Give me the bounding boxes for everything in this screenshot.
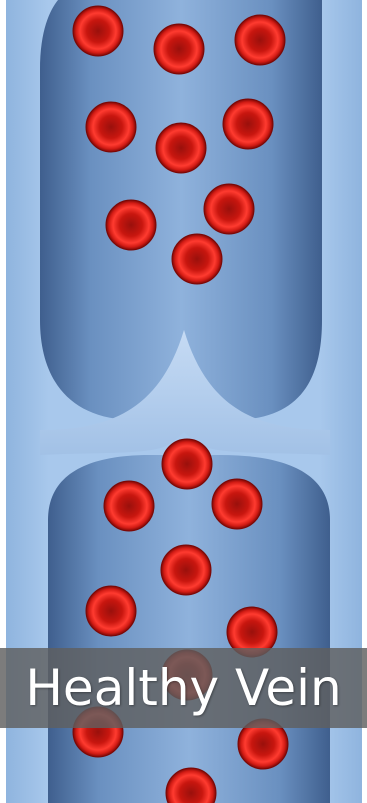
red-blood-cell — [86, 102, 136, 152]
red-blood-cell — [223, 99, 273, 149]
red-blood-cell — [104, 481, 154, 531]
red-blood-cell — [162, 439, 212, 489]
red-blood-cell — [154, 24, 204, 74]
red-blood-cell — [172, 234, 222, 284]
caption-text: Healthy Vein — [25, 659, 341, 717]
red-blood-cell — [161, 545, 211, 595]
red-blood-cell — [235, 15, 285, 65]
red-blood-cell — [212, 479, 262, 529]
red-blood-cell — [156, 123, 206, 173]
red-blood-cell — [204, 184, 254, 234]
caption-bar: Healthy Vein — [0, 648, 367, 728]
red-blood-cell — [106, 200, 156, 250]
red-blood-cell — [86, 586, 136, 636]
red-blood-cell — [73, 6, 123, 56]
